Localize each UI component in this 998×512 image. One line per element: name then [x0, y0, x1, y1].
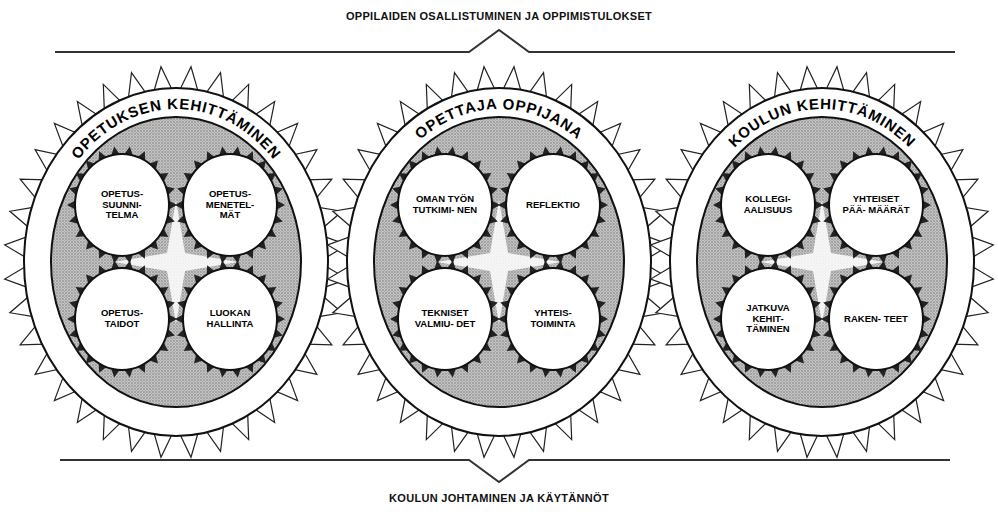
top-chevron-line [55, 30, 955, 52]
topic-circle: OPETUS- SUUNNI- TELMA [74, 153, 170, 257]
gear-heading: KOULUN KEHITTÄMINEN [725, 95, 920, 150]
topic-text: OMAN TYÖN TUTKIMI- NEN [410, 194, 480, 215]
gear-disc [51, 117, 301, 407]
topic-text: OPETUS- MENETEL- MÄT [195, 189, 265, 221]
small-gear-tooth [600, 314, 608, 323]
topic-text: YHTEISET PÄÄ- MÄÄRÄT [841, 194, 911, 215]
gear-drawing: OPETUKSEN KEHITTÄMINEN [0, 62, 352, 462]
gear-disc [697, 117, 947, 407]
bottom-chevron-line [60, 460, 950, 482]
topic-circle: OPETUS- TAIDOT [74, 267, 170, 371]
topic-circle: KOLLEGI- AALISUUS [720, 153, 816, 257]
topic-text: OPETUS- SUUNNI- TELMA [87, 189, 157, 221]
topic-circle: TEKNISET VALMIU- DET [397, 267, 493, 371]
topic-text: TEKNISET VALMIU- DET [410, 308, 480, 329]
gear-node: KOULUN KEHITTÄMINEN KOLLEGI- AALISUUS YHTE… [646, 62, 998, 462]
gear-heading: OPETUKSEN KEHITTÄMINEN [67, 95, 284, 162]
topic-text: KOLLEGI- AALISUUS [733, 194, 803, 215]
gear-ring [347, 88, 651, 436]
small-gear-tooth [600, 200, 608, 209]
small-gear-tooth [277, 314, 285, 323]
topic-circle: YHTEIS- TOIMINTA [505, 267, 601, 371]
topic-text: JATKUVA KEHIT- TÄMINEN [733, 303, 803, 335]
gear-drawing: KOULUN KEHITTÄMINEN [646, 62, 998, 462]
gear-node: OPETUKSEN KEHITTÄMINEN OPETUS- SUUNNI- TE… [0, 62, 352, 462]
small-gear-tooth [923, 314, 931, 323]
topic-circle: OMAN TYÖN TUTKIMI- NEN [397, 153, 493, 257]
topic-circle: OPETUS- MENETEL- MÄT [182, 153, 278, 257]
gear-node: OPETTAJA OPPIJANA OMAN TYÖN TUTKIMI- NEN R… [323, 62, 675, 462]
band-label: KOULUN JOHTAMINEN JA KÄYTÄNNÖT [385, 492, 613, 504]
topic-text: OPETUS- TAIDOT [87, 308, 157, 329]
gear-heading: OPETTAJA OPPIJANA [411, 95, 586, 142]
topic-text: RAKEN- TEET [841, 314, 911, 325]
topic-circle: LUOKAN HALLINTA [182, 267, 278, 371]
topic-circle: REFLEKTIO [505, 153, 601, 257]
topic-text: REFLEKTIO [518, 200, 588, 211]
topic-circle: RAKEN- TEET [828, 267, 924, 371]
topic-circle: YHTEISET PÄÄ- MÄÄRÄT [828, 153, 924, 257]
topic-text: YHTEIS- TOIMINTA [518, 308, 588, 329]
band-label: OPPILAIDEN OSALLISTUMINEN JA OPPIMISTULO… [342, 10, 656, 22]
gear-ring [24, 88, 328, 436]
gear-drawing: OPETTAJA OPPIJANA [323, 62, 675, 462]
small-gear-tooth [277, 200, 285, 209]
small-gear-tooth [923, 200, 931, 209]
topic-text: LUOKAN HALLINTA [195, 308, 265, 329]
topic-circle: JATKUVA KEHIT- TÄMINEN [720, 267, 816, 371]
gear-ring [670, 88, 974, 436]
gear-disc [374, 117, 624, 407]
